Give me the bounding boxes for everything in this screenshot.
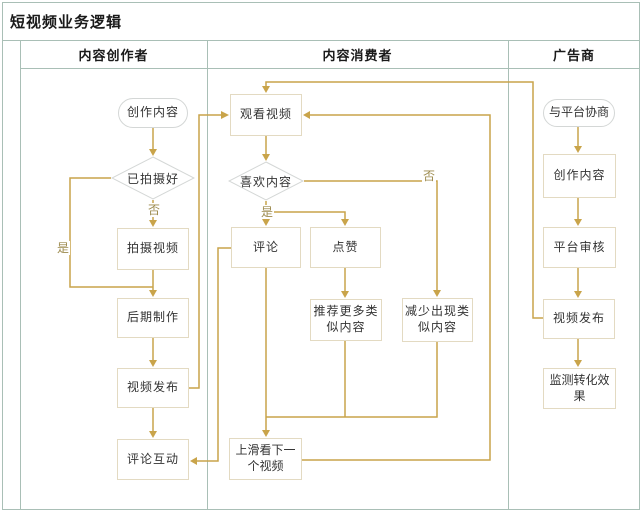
node-comment-label: 评论 — [252, 239, 279, 254]
node-post-production[interactable]: 后期制作 — [117, 298, 189, 338]
node-ad-publish-video-label: 视频发布 — [552, 311, 605, 326]
edge-likeq-no-to-reduce — [304, 180, 438, 290]
diamond-shape — [111, 156, 195, 200]
node-create-content[interactable]: 创作内容 — [118, 98, 188, 128]
node-negotiate-platform[interactable]: 与平台协商 — [543, 99, 615, 127]
node-recommend-similar-label: 推荐更多类似内容 — [313, 304, 379, 334]
node-platform-review[interactable]: 平台审核 — [543, 227, 616, 268]
node-like[interactable]: 点赞 — [310, 227, 381, 268]
edge-label-shot-no: 否 — [147, 203, 162, 217]
node-already-shot-label: 已拍摄好 — [126, 171, 179, 186]
node-reduce-similar-label: 减少出现类似内容 — [405, 304, 471, 334]
node-swipe-next[interactable]: 上滑看下一个视频 — [229, 438, 302, 480]
lane-header-creator: 内容创作者 — [78, 47, 149, 63]
node-publish-video-label: 视频发布 — [126, 380, 179, 395]
edge-reduce-merge — [266, 342, 438, 418]
node-comment[interactable]: 评论 — [231, 227, 301, 268]
lane-header-advertiser: 广告商 — [552, 47, 595, 63]
node-shoot-video-label: 拍摄视频 — [126, 241, 179, 256]
edge-swipe-loop-watch — [302, 114, 491, 461]
node-like-content-label: 喜欢内容 — [239, 174, 292, 189]
diagram-title: 短视频业务逻辑 — [10, 13, 123, 31]
node-shoot-video[interactable]: 拍摄视频 — [117, 228, 189, 270]
node-ad-create-content-label: 创作内容 — [553, 168, 606, 183]
edge-likeq-yes-to-like — [266, 211, 346, 219]
node-ad-create-content[interactable]: 创作内容 — [543, 154, 616, 198]
node-platform-review-label: 平台审核 — [553, 239, 606, 254]
node-ad-publish-video[interactable]: 视频发布 — [543, 299, 615, 339]
node-monitor-conversion[interactable]: 监测转化效果 — [543, 368, 616, 409]
edge-comment-to-interact — [197, 247, 231, 462]
node-already-shot-decision[interactable]: 已拍摄好 — [111, 156, 195, 200]
node-watch-video-label: 观看视频 — [239, 107, 292, 122]
edge-label-like-no: 否 — [422, 169, 437, 183]
node-like-content-decision[interactable]: 喜欢内容 — [228, 161, 304, 201]
node-publish-video[interactable]: 视频发布 — [117, 368, 189, 408]
flow-connectors — [69, 81, 579, 462]
arrowheads — [149, 86, 582, 465]
lane-header-consumer: 内容消费者 — [322, 47, 393, 63]
edge-shotq-yes-bypass — [69, 177, 153, 288]
node-post-production-label: 后期制作 — [126, 310, 179, 325]
node-create-content-label: 创作内容 — [126, 105, 179, 120]
node-negotiate-platform-label: 与平台协商 — [548, 105, 609, 120]
edge-publish-to-watch — [189, 114, 221, 389]
edge-label-shot-yes: 是 — [56, 241, 71, 255]
diamond-shape — [228, 161, 304, 201]
node-reduce-similar[interactable]: 减少出现类似内容 — [402, 298, 473, 342]
node-comment-interact-label: 评论互动 — [126, 451, 179, 466]
edge-label-like-yes: 是 — [260, 205, 275, 219]
node-monitor-conversion-label: 监测转化效果 — [549, 372, 610, 403]
node-recommend-similar[interactable]: 推荐更多类似内容 — [310, 299, 382, 341]
lane-grid — [2, 2, 640, 510]
edge-adpublish-to-watch — [265, 81, 543, 319]
node-swipe-next-label: 上滑看下一个视频 — [235, 443, 296, 473]
node-comment-interact[interactable]: 评论互动 — [117, 439, 189, 480]
node-like-label: 点赞 — [332, 239, 359, 254]
node-watch-video[interactable]: 观看视频 — [230, 94, 302, 136]
